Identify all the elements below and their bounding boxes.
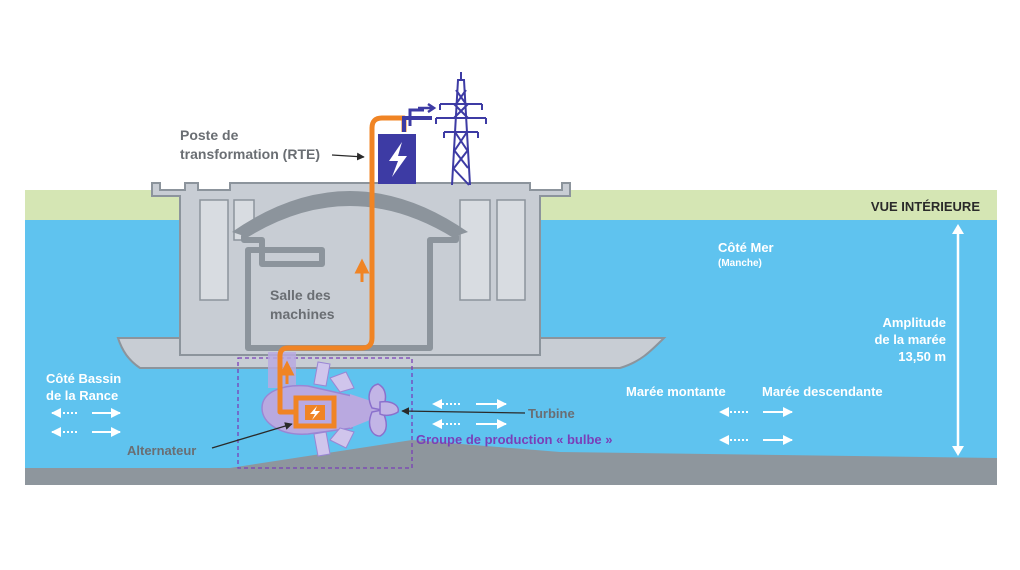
arrow-icon: [418, 102, 437, 114]
power-path: [277, 115, 407, 415]
lightning-icon: [389, 142, 407, 177]
tide-amplitude-label-3: 13,50 m: [898, 349, 946, 364]
machine-room-label-1: Salle des: [270, 287, 331, 303]
view-title: VUE INTÉRIEURE: [871, 199, 980, 214]
substation-label-1: Poste de: [180, 127, 239, 143]
basin-side-label-2: de la Rance: [46, 388, 118, 403]
falling-tide-label: Marée descendante: [762, 384, 883, 399]
basin-flow-arrows: [51, 408, 121, 437]
seabed: [25, 440, 997, 485]
turbine-flow-arrows: [432, 399, 507, 429]
pylon-icon: [435, 72, 487, 186]
alternator-label: Alternateur: [127, 443, 196, 458]
turbine-label: Turbine: [528, 406, 575, 421]
bulb-unit-frame: [237, 357, 413, 469]
sea-side-label: Côté Mer: [718, 240, 774, 255]
alternator-leader: [211, 422, 293, 449]
substation-leader: [331, 152, 365, 161]
sea-flow-arrows: [719, 407, 793, 445]
machine-room-label-2: machines: [270, 306, 335, 322]
turbine-leader: [401, 407, 526, 416]
turbine-blades: [368, 383, 400, 437]
tide-amplitude-label-1: Amplitude: [882, 315, 946, 330]
rising-tide-label: Marée montante: [626, 384, 726, 399]
tide-amplitude-arrow: [952, 224, 964, 456]
basin-side-label-1: Côté Bassin: [46, 371, 121, 386]
transformer: [378, 102, 437, 184]
machine-room: [241, 200, 459, 351]
substation-label-2: transformation (RTE): [180, 146, 320, 162]
sea-side-sublabel: (Manche): [718, 258, 762, 269]
lightning-icon: [310, 406, 320, 420]
tide-amplitude-label-2: de la marée: [874, 332, 946, 347]
bulb-unit-label: Groupe de production « bulbe »: [416, 432, 612, 447]
